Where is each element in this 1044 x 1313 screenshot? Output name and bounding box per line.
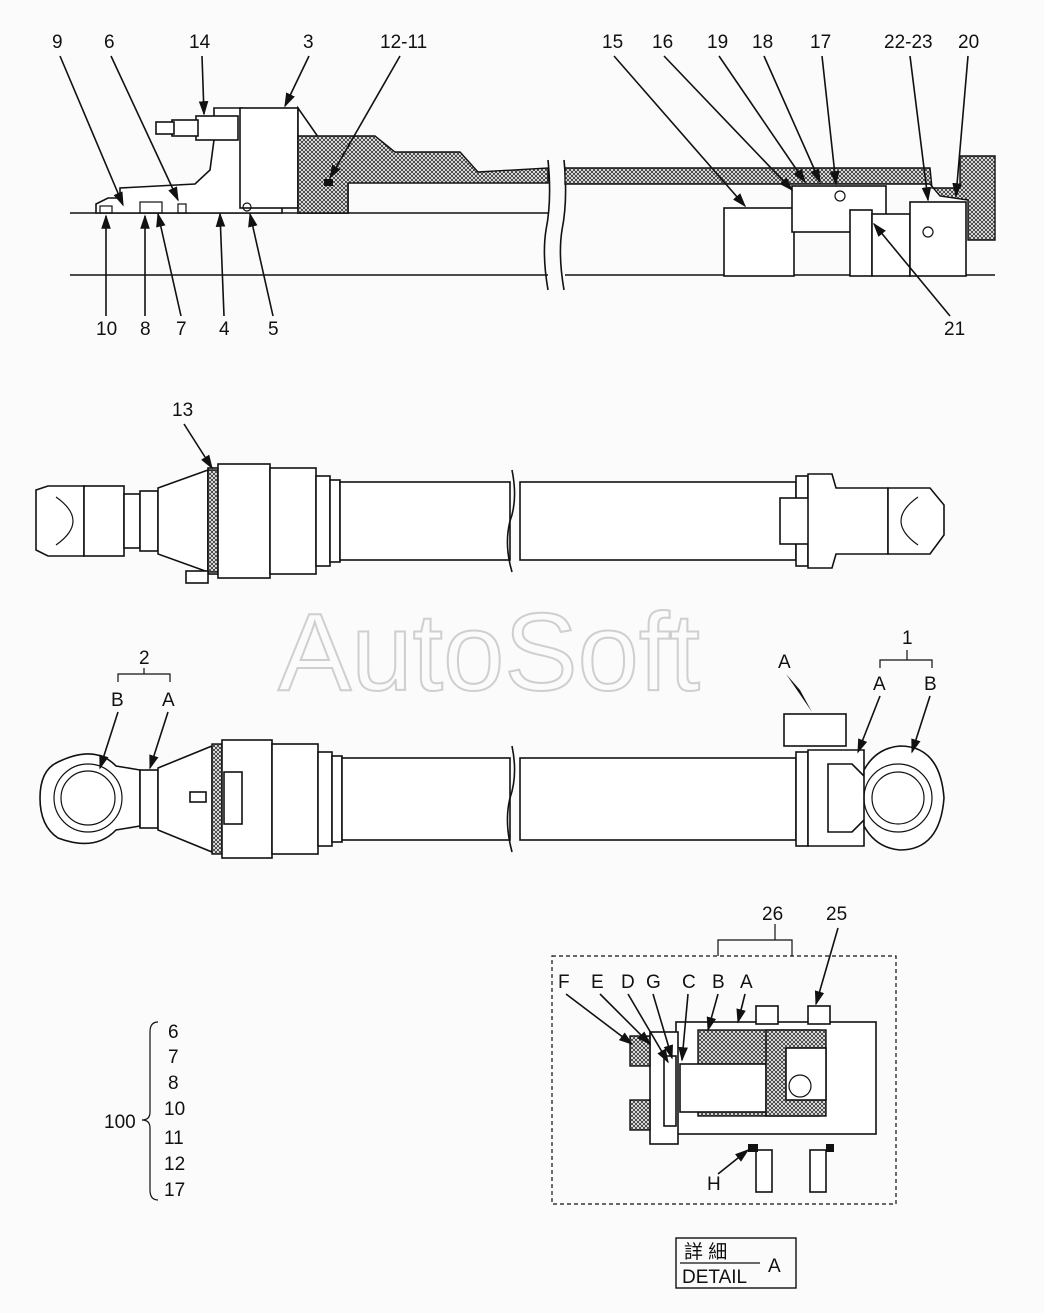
section-view [70,105,996,291]
callout-1: 1 [902,628,913,649]
detail-h: H [707,1174,721,1195]
callout-10: 10 [96,319,117,340]
kit-item: 10 [164,1099,185,1120]
detail-c: C [682,972,696,993]
callout-1-b: B [924,674,937,695]
kit-number: 100 [104,1112,136,1133]
callout-3: 3 [303,32,314,53]
callout-18: 18 [752,32,773,53]
detail-a [551,924,897,1205]
detail-d: D [621,972,635,993]
caption-japanese: 詳 細 [684,1241,727,1263]
callout-12-11: 12-11 [380,32,427,53]
cylinder-top-view [39,713,945,859]
detail-a-letter: A [740,972,753,993]
callout-8: 8 [140,319,151,340]
callout-2-b: B [111,690,124,711]
callout-21: 21 [944,319,965,340]
detail-callouts: 26 25 F E D G C B A H [558,904,847,1195]
callout-5: 5 [268,319,279,340]
callout-19: 19 [707,32,728,53]
callout-7: 7 [176,319,187,340]
callout-2-a: A [162,690,175,711]
detail-ref-a: A [778,652,791,673]
kit-item: 7 [168,1047,179,1068]
callout-25: 25 [826,904,847,925]
caption-letter: A [768,1256,781,1277]
watermark: AutoSoft [278,591,700,714]
kit-item: 11 [164,1128,184,1149]
top-callouts: 9 6 14 3 12-11 15 16 19 18 17 22-23 20 [52,32,979,208]
kit-item: 17 [164,1180,185,1201]
kit-item: 6 [168,1022,179,1043]
callout-6: 6 [104,32,115,53]
callout-13: 13 [172,400,193,421]
callout-1-a: A [873,674,886,695]
callout-9: 9 [52,32,63,53]
callout-16: 16 [652,32,673,53]
caption-english: DETAIL [682,1267,747,1288]
callout-20: 20 [958,32,979,53]
kit-list: 100 6 7 8 10 11 12 17 [104,1021,185,1201]
detail-caption: 詳 細 DETAIL A [675,1237,797,1289]
callout-26: 26 [762,904,783,925]
detail-g: G [646,972,661,993]
bottom-callouts: 10 8 7 4 5 21 [96,212,965,340]
callout-14: 14 [189,32,211,53]
cylinder-side-view [35,463,945,584]
callout-17: 17 [810,32,831,53]
kit-item: 8 [168,1073,179,1094]
callout-2: 2 [139,648,150,669]
callout-15: 15 [602,32,623,53]
callout-4: 4 [219,319,230,340]
detail-f: F [558,972,570,993]
detail-b: B [712,972,725,993]
callout-22-23: 22-23 [884,32,933,53]
kit-item: 12 [164,1154,185,1175]
view3-callouts: 2 B A 1 A B A [99,628,937,770]
detail-e: E [591,972,604,993]
